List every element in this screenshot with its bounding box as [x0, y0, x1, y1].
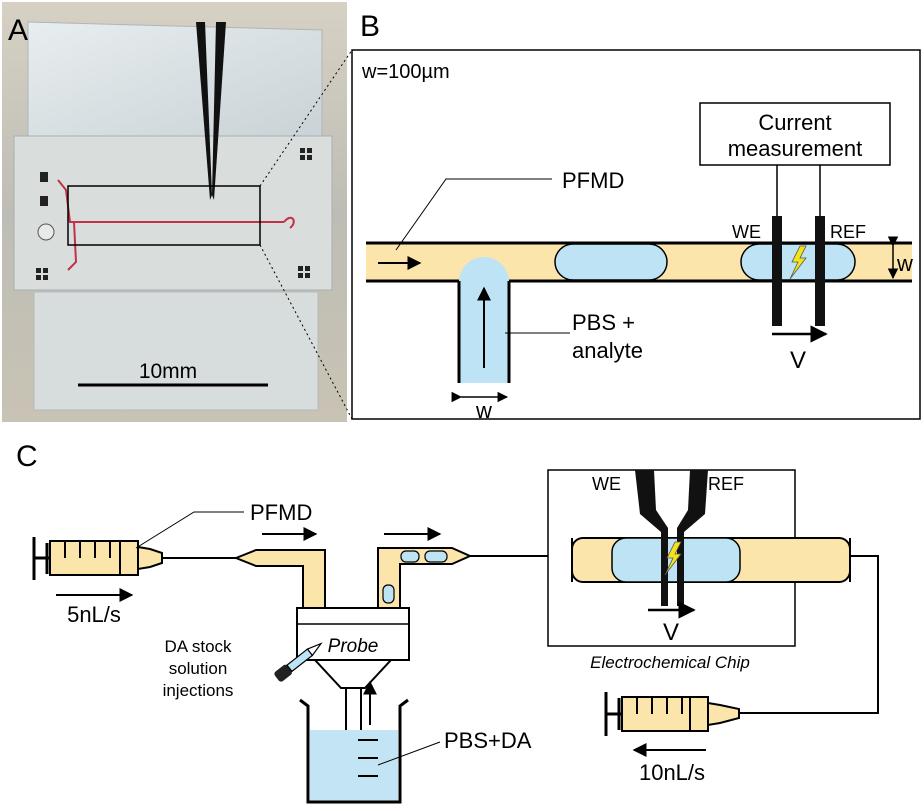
tubing-to-outlet-syringe	[739, 555, 879, 714]
pbs-label-line1: PBS +	[572, 310, 635, 335]
panel-a: 10mm A	[2, 2, 347, 422]
reference-electrode	[815, 216, 825, 326]
beaker-graduations	[358, 739, 378, 777]
beaker-outline	[299, 698, 409, 804]
droplet-middle	[554, 243, 668, 281]
pbs-da-leader	[377, 741, 441, 766]
da-label-line2: solution	[169, 659, 228, 678]
side-channel-walls	[457, 281, 511, 383]
measurement-label: measurement	[728, 136, 863, 161]
chip-label: Electrochemical Chip	[590, 653, 750, 672]
inlet-flow-label: 5nL/s	[67, 602, 121, 627]
pbs-label-line2: analyte	[572, 338, 643, 363]
pfmd-leader	[395, 178, 552, 251]
current-label: Current	[758, 110, 831, 135]
chip-we-electrode	[635, 470, 668, 606]
zoom-region-box	[67, 185, 261, 246]
outlet-syringe	[604, 692, 740, 736]
probe-label: Probe	[328, 636, 379, 657]
pfmd-leader-c	[135, 511, 244, 549]
alignment-marks	[36, 148, 312, 280]
da-label-line3: injections	[163, 681, 234, 700]
da-label-line1: DA stock	[164, 637, 232, 656]
probe-inlet-connector	[233, 549, 326, 609]
width-label-right: w	[896, 251, 913, 276]
probe-outlet-connector	[377, 547, 473, 609]
inlet-syringe	[32, 537, 163, 580]
beaker-liquid	[310, 730, 398, 802]
tweezers	[196, 22, 226, 200]
working-electrode	[772, 216, 782, 326]
glass-slide-top	[27, 21, 323, 139]
voltage-label: V	[790, 347, 806, 374]
width-note: w=100µm	[361, 61, 450, 83]
panel-b: B w=100µm Current measurement WE REF V P…	[351, 10, 921, 423]
connector-droplets	[382, 550, 448, 604]
pfmd-label: PFMD	[562, 168, 624, 193]
glass-slide-bottom	[33, 291, 319, 411]
chip-spark-icon	[664, 541, 682, 576]
panel-b-label: B	[360, 10, 380, 43]
we-label: WE	[732, 222, 761, 242]
pdms-chip	[13, 135, 333, 291]
panel-a-label: A	[8, 14, 28, 47]
panel-c: C 5nL/s PFMD	[16, 440, 879, 804]
chip-ref-electrode	[677, 470, 708, 606]
pfmd-label-c: PFMD	[250, 500, 312, 525]
pbs-da-label: PBS+DA	[444, 728, 532, 753]
scale-bar-label: 10mm	[139, 360, 197, 383]
width-label-bottom: w	[475, 398, 492, 423]
chip-we-label: WE	[592, 474, 621, 494]
spark-icon	[789, 245, 807, 280]
chip-ref-label: REF	[708, 474, 744, 494]
current-measurement-box	[699, 102, 891, 166]
chip-voltage-label: V	[663, 619, 679, 646]
probe-tip	[312, 659, 394, 689]
outlet-flow-label: 10nL/s	[639, 760, 705, 785]
ref-label: REF	[830, 222, 866, 242]
zoom-connector-top	[259, 49, 353, 187]
panel-c-label: C	[16, 440, 38, 473]
dropper-pipette-icon	[274, 642, 323, 682]
chip-coin-mark	[37, 223, 55, 241]
